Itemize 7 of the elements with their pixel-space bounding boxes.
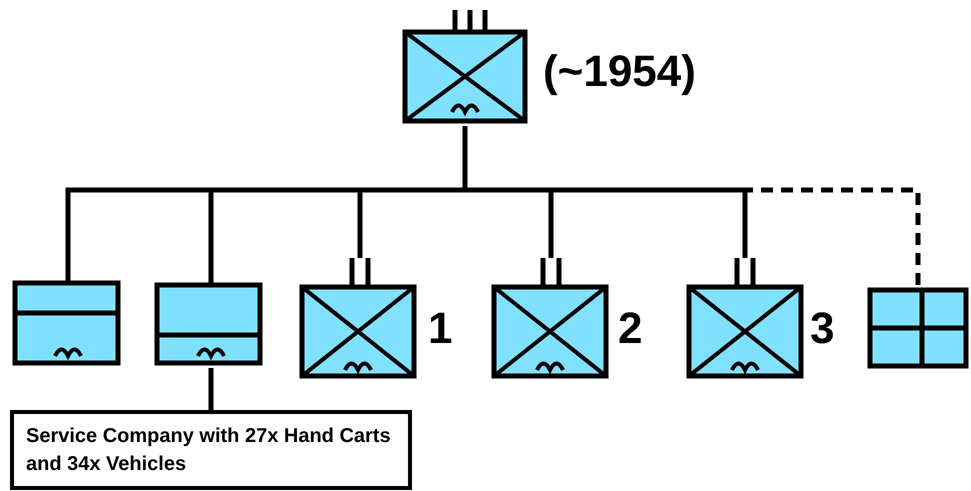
unit-label: 3	[810, 303, 834, 355]
unit-label: 1	[428, 303, 452, 355]
note-text: Service Company with 27x Hand Carts and 34x Vehicles	[26, 425, 391, 475]
unit-label: (~1954)	[543, 46, 696, 98]
note-box	[10, 410, 412, 490]
connector-line	[208, 368, 214, 410]
unit-label: 2	[618, 303, 642, 355]
